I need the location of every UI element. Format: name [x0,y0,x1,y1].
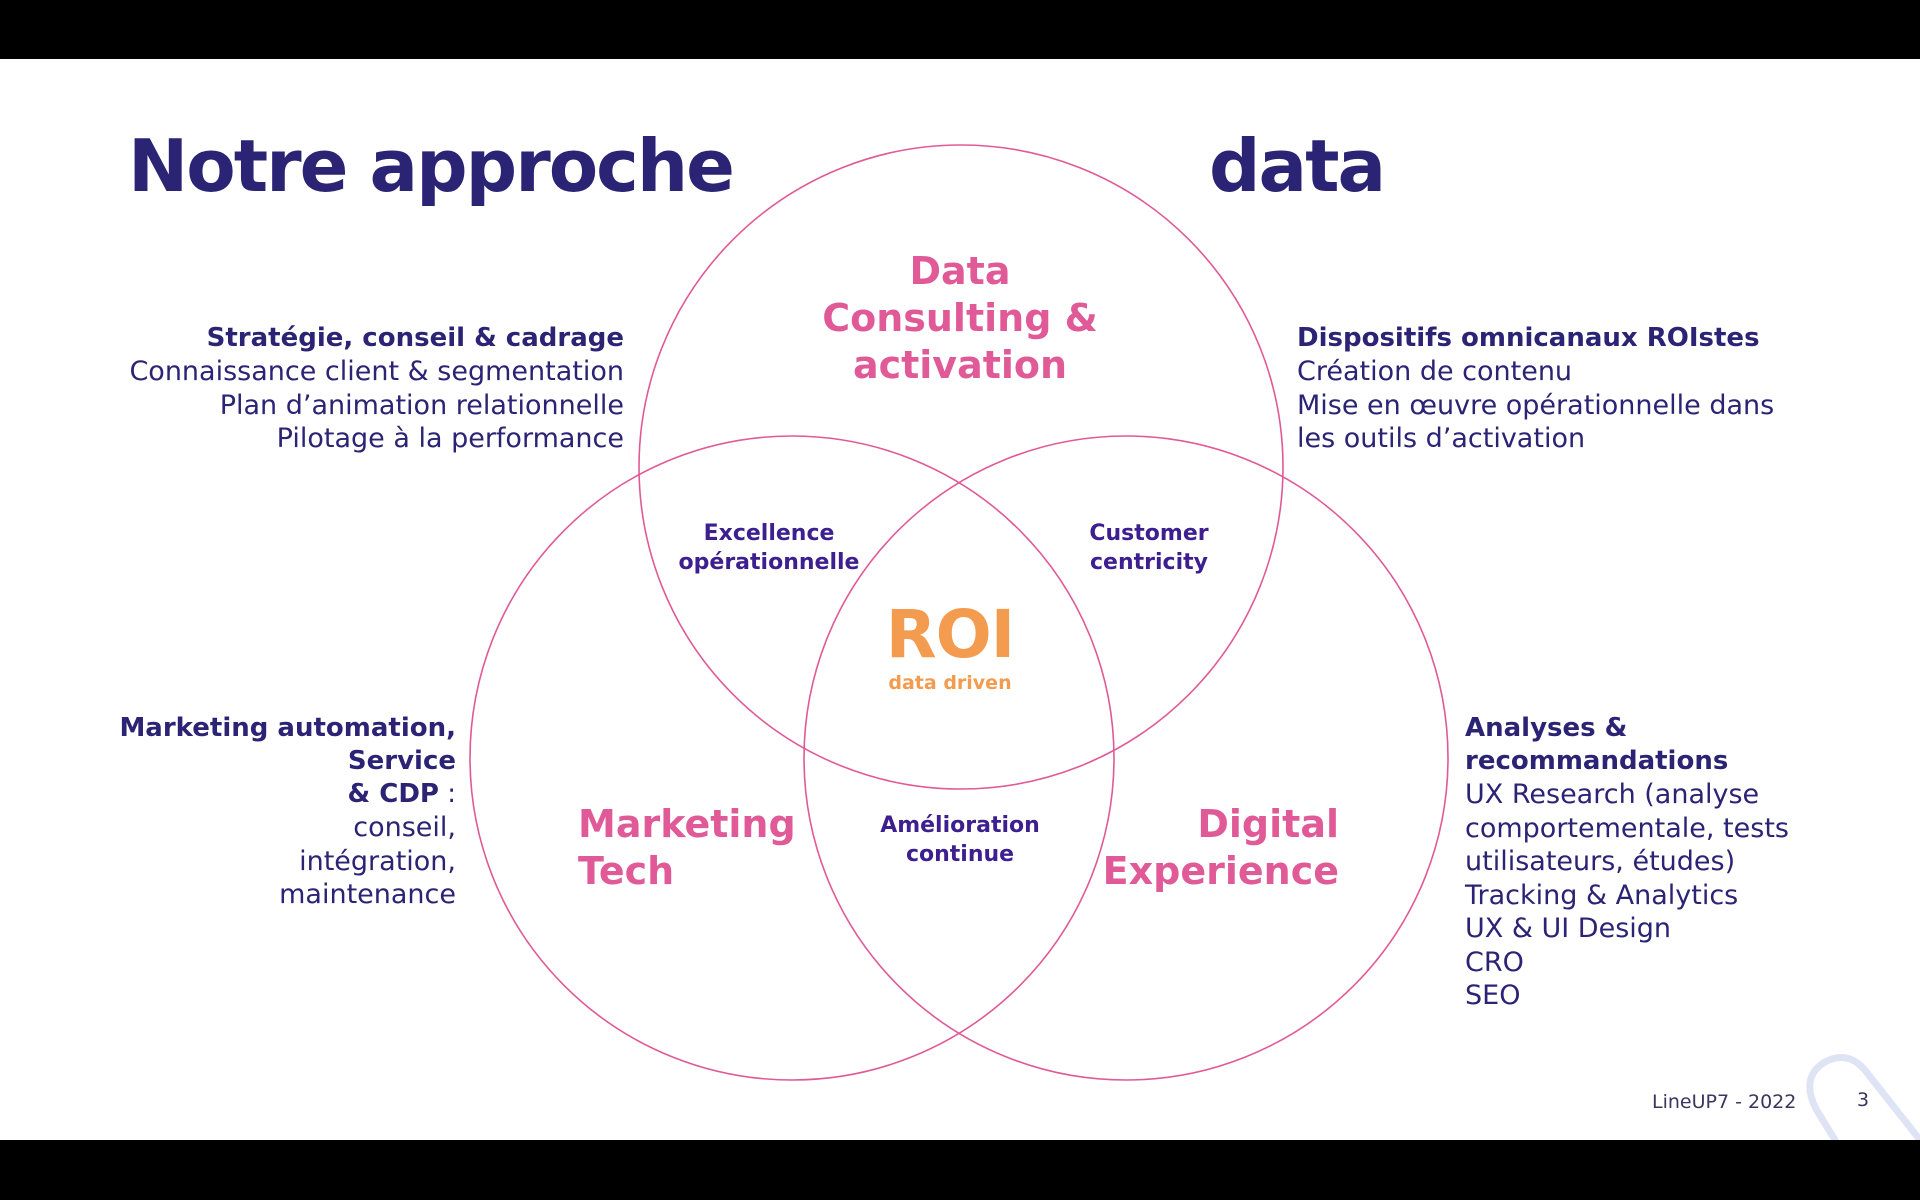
automation-heading: Marketing automation, [119,713,456,743]
page-number: 3 [1857,1089,1870,1111]
circle-label-line: activation [852,343,1068,387]
overlap-label-line: Excellence [703,521,835,546]
strategy-heading: Stratégie, conseil & cadrage [206,323,624,353]
strategy-line: Plan d’animation relationnelle [219,389,624,421]
slide: Notre approche data Stratégie, conseil &… [0,59,1920,1140]
circle-label-line: Consulting & [822,296,1098,340]
omnichannel-line: Mise en œuvre opérationnelle dans [1297,389,1775,421]
omnichannel-line: Création de contenu [1297,356,1573,387]
circle-digital-experience [803,435,1449,1081]
omnichannel-line: les outils d’activation [1297,423,1586,454]
automation-block: Marketing automation, Service & CDP : co… [119,712,456,912]
overlap-label-line: centricity [1090,550,1208,575]
footer-text: LineUP7 - 2022 [1652,1091,1797,1113]
overlap-label-line: continue [905,842,1015,867]
overlap-label-excellence: Excellence opérationnelle [669,519,869,577]
center-roi: ROI data driven [850,599,1050,695]
analyses-line: UX Research (analyse [1465,779,1760,810]
automation-line: intégration, [299,845,456,877]
roi-sublabel: data driven [888,672,1012,694]
strategy-line: Connaissance client & segmentation [129,356,624,387]
page-title-left: Notre approche [128,124,735,208]
automation-line: conseil, [353,812,456,843]
automation-line: maintenance [279,879,456,910]
page-title-right: data [1209,124,1386,208]
circle-label-line: Marketing [578,802,796,846]
circle-label-digital-experience: Digital Experience [1103,801,1339,895]
overlap-label-line: Amélioration [880,813,1040,838]
omnichannel-heading: Dispositifs omnicanaux ROIstes [1297,323,1760,353]
analyses-heading: recommandations [1465,746,1729,776]
analyses-line: utilisateurs, études) [1465,846,1736,877]
overlap-label-amelioration: Amélioration continue [860,811,1060,869]
strategy-block: Stratégie, conseil & cadrage Connaissanc… [129,322,624,456]
analyses-line: SEO [1465,980,1521,1011]
automation-heading: Service [347,746,456,776]
roi-label: ROI [885,596,1015,673]
analyses-line: UX & UI Design [1465,913,1672,944]
automation-heading-last: & CDP : [119,778,456,811]
circle-data-consulting [638,144,1284,790]
circle-label-line: Digital [1197,802,1339,846]
analyses-heading: Analyses & [1465,713,1628,743]
omnichannel-block: Dispositifs omnicanaux ROIstes Création … [1297,322,1774,456]
overlap-label-customer: Customer centricity [1049,519,1249,577]
overlap-label-line: Customer [1089,521,1209,546]
circle-label-line: Experience [1102,849,1339,893]
circle-label-data-consulting: Data Consulting & activation [760,248,1160,389]
venn-diagram [469,144,1449,1081]
analyses-line: Tracking & Analytics [1465,879,1739,911]
strategy-line: Pilotage à la performance [276,423,624,454]
automation-heading-colon: : [438,779,456,809]
circle-label-line: Data [909,249,1011,293]
analyses-block: Analyses & recommandations UX Research (… [1465,712,1789,1013]
automation-heading-cdp: & CDP [347,779,439,809]
circle-label-line: Tech [578,849,675,893]
circle-label-marketing-tech: Marketing Tech [578,801,796,895]
overlap-label-line: opérationnelle [678,550,860,575]
analyses-line: CRO [1465,946,1524,978]
analyses-line: comportementale, tests [1465,812,1789,844]
circle-marketing-tech [469,435,1115,1081]
